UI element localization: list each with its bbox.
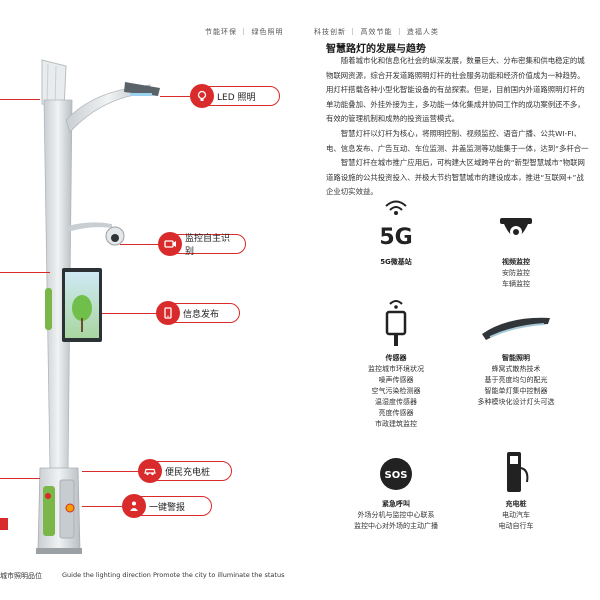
feature-camera-line: 安防监控 <box>502 269 530 277</box>
edge-line-3 <box>0 478 40 479</box>
sos-icon: SOS <box>336 442 456 494</box>
connector-info <box>102 313 157 314</box>
header-right: 科技创新 ｜ 高效节能 ｜ 造福人类 <box>314 28 439 36</box>
connector-led <box>160 96 190 97</box>
callout-charge: 便民充电桩 <box>138 459 232 483</box>
led-lamp-icon <box>456 296 576 348</box>
feature-sos: SOS 紧急呼叫 外场分机与监控中心联系 监控中心对外场的主动广播 <box>336 442 456 532</box>
bulb-icon <box>190 84 214 108</box>
feature-sensor: 传感器 监控城市环境状况 噪声传感器 空气污染检测器 温湿度传感器 亮度传感器 … <box>336 296 456 430</box>
para2-line: 电、信息发布、广告互动、车位监测、井盖监测等功能集于一体，达到“多杆合一 <box>326 143 589 153</box>
feature-sensor-line: 监控城市环境状况 <box>368 365 424 373</box>
footer-left: 城市照明品位 <box>0 572 42 580</box>
callout-info-label: 信息发布 <box>183 309 220 320</box>
feature-5g-title: 5G微基站 <box>380 258 412 266</box>
camera-icon <box>158 232 182 256</box>
feature-light-line: 智能单灯集中控制器 <box>484 387 548 395</box>
para3-line: 企业切实效益。 <box>326 187 378 197</box>
connector-charge <box>82 471 138 472</box>
connector-alarm <box>82 506 122 507</box>
feature-sensor-title: 传感器 <box>385 354 407 362</box>
callout-camera-label: 监控自主识别 <box>185 234 231 257</box>
5g-icon-text: 5G <box>379 225 412 250</box>
person-icon <box>122 494 146 518</box>
smart-pole-illustration: LED 照明 监控自主识别 信息发布 便民充电桩 一键警报 城市照明品位 Gui… <box>0 59 285 580</box>
feature-sensor-line: 噪声传感器 <box>378 376 414 384</box>
car-icon <box>138 459 162 483</box>
edge-line-2 <box>0 272 50 273</box>
callout-alarm-label: 一键警报 <box>149 502 186 513</box>
5g-icon: 5G <box>336 200 456 252</box>
callout-camera: 监控自主识别 <box>158 232 246 257</box>
connector-camera <box>120 244 158 245</box>
para1-line: 随着城市化和信息化社会的纵深发展，数量巨大、分布密集和供电稳定的城 <box>326 56 585 65</box>
edge-line-1 <box>0 99 40 100</box>
feature-charge-line: 电动自行车 <box>498 522 534 530</box>
feature-light-line: 蜂窝式散热技术 <box>491 365 541 373</box>
smart-pole-graphic <box>36 59 160 554</box>
sos-icon-text: SOS <box>385 470 408 481</box>
callout-alarm: 一键警报 <box>122 494 212 518</box>
para1-line: 物联网资源，综合开发道路照明灯杆的社会服务功能和经济价值成为一种趋势。 <box>326 70 585 80</box>
feature-sensor-line: 空气污染检测器 <box>371 387 421 395</box>
feature-camera-title: 视频监控 <box>502 258 530 266</box>
feature-camera: 视频监控 安防监控 车辆监控 <box>456 200 576 290</box>
footer-english: Guide the lighting direction Promote the… <box>62 571 285 579</box>
phone-icon <box>156 301 180 325</box>
sensor-icon <box>336 296 456 348</box>
article-paragraph-1: 随着城市化和信息化社会的纵深发展，数量巨大、分布密集和供电稳定的城 物联网资源，… <box>326 54 600 127</box>
feature-camera-line: 车辆监控 <box>502 280 530 288</box>
feature-light-line: 多种模块化设计灯头可选 <box>477 398 555 406</box>
feature-sos-title: 紧急呼叫 <box>382 500 410 508</box>
feature-light-title: 智能照明 <box>502 354 530 362</box>
charger-icon <box>456 442 576 494</box>
callout-info: 信息发布 <box>156 301 240 325</box>
article-title: 智慧路灯的发展与趋势 <box>326 44 426 55</box>
para1-line: 有效的管理机制和成熟的投资运营模式。 <box>326 114 460 124</box>
feature-light: 智能照明 蜂窝式散热技术 基于亮度均匀的配光 智能单灯集中控制器 多种模块化设计… <box>456 296 576 408</box>
callout-charge-label: 便民充电桩 <box>165 467 211 478</box>
article-paragraph-3: 智慧灯杆在城市推广应用后，可构建大区域跨平台的“新型智慧城市”物联网 道路设施的… <box>326 156 600 200</box>
article-paragraph-2: 智慧灯杆以灯杆为核心，将照明控制、视频监控、语音广播、公共WI-FI、 电、信息… <box>326 127 600 156</box>
feature-sensor-line: 温湿度传感器 <box>375 398 417 406</box>
callout-led: LED 照明 <box>190 84 280 108</box>
para3-line: 智慧灯杆在城市推广应用后，可构建大区域跨平台的“新型智慧城市”物联网 <box>326 158 585 167</box>
feature-sos-line: 监控中心对外场的主动广播 <box>354 522 438 530</box>
feature-charge-line: 电动汽车 <box>502 511 530 519</box>
callout-led-label: LED 照明 <box>217 92 256 103</box>
feature-sensor-line: 市政建筑监控 <box>375 420 417 428</box>
para3-line: 道路设施的公共投资投入、并极大节约智慧城市的建设成本，推进“互联网+”战 <box>326 172 584 182</box>
feature-charge: 充电桩 电动汽车 电动自行车 <box>456 442 576 532</box>
para2-line: 智慧灯杆以灯杆为核心，将照明控制、视频监控、语音广播、公共WI-FI、 <box>326 129 582 138</box>
dome-camera-icon <box>456 200 576 252</box>
header-left: 节能环保 ｜ 绿色照明 <box>205 28 284 36</box>
feature-5g: 5G 5G微基站 <box>336 200 456 268</box>
para1-line: 单功能叠加、外挂外接为主，多功能一体化集成并协同工作的成功案例还不多， <box>326 99 585 109</box>
feature-light-line: 基于亮度均匀的配光 <box>484 376 548 384</box>
feature-charge-title: 充电桩 <box>505 500 527 508</box>
edge-block <box>0 518 8 530</box>
para1-line: 用灯杆搭载各种小型化智能设备的有益探索。但是，目前国内外道路照明灯杆的 <box>326 85 585 95</box>
feature-sensor-line: 亮度传感器 <box>378 409 414 417</box>
feature-sos-line: 外场分机与监控中心联系 <box>357 511 435 519</box>
